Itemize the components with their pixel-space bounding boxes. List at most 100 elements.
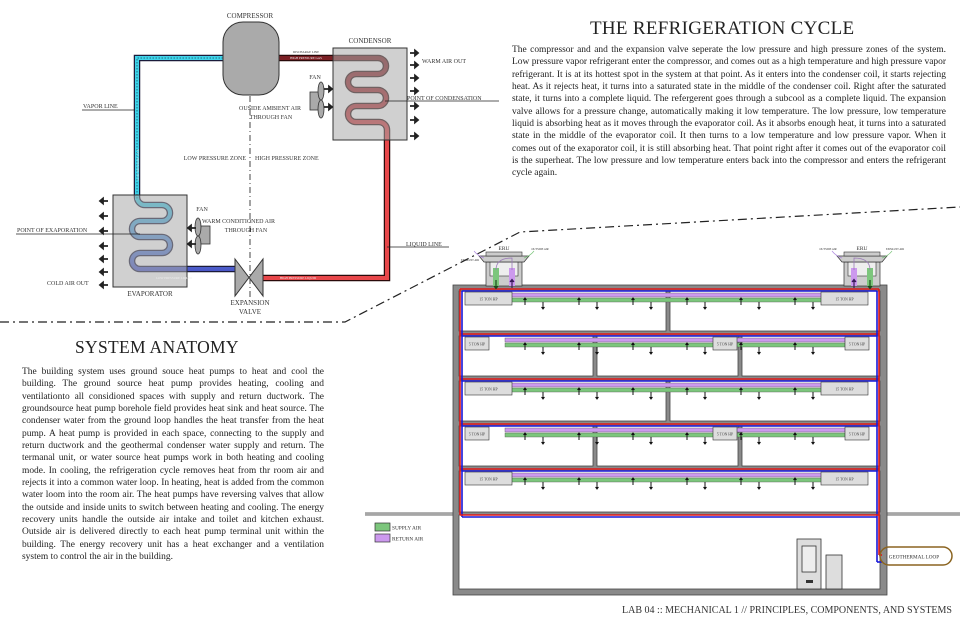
- heat-pump-unit: [464, 336, 490, 351]
- eru-air-label: EXHAUST AIR: [886, 248, 904, 251]
- return-air-duct: [504, 337, 846, 343]
- warm-air-arrow-icon: [410, 101, 420, 111]
- condenser-fan-blade: [317, 81, 325, 101]
- evaporator-fan-label: FAN: [196, 207, 208, 213]
- supply-diffuser-arrow-icon: [811, 437, 815, 445]
- warm-air-arrow-icon: [410, 115, 420, 125]
- eru-airflow: [853, 257, 871, 271]
- supply-diffuser-arrow-icon: [595, 437, 599, 445]
- eru-cap: [485, 251, 523, 257]
- eru-air-label: OUTSIDE AIR: [531, 248, 548, 251]
- warm-air-label: WARM CONDITIONED AIR: [202, 219, 275, 225]
- cold-air-arrow-icon: [98, 267, 108, 277]
- return-grille-arrow-icon: [793, 432, 797, 440]
- supply-arrow-icon: [867, 280, 873, 290]
- evaporator-unit: [112, 194, 188, 288]
- condenser-fan-label: FAN: [309, 75, 321, 81]
- warm-air-out-label: WARM AIR OUT: [422, 59, 466, 65]
- heat-pump-unit: [844, 426, 870, 441]
- outside-air-label: OUSIDE AMBIENT AIR: [239, 106, 301, 112]
- refrigeration-cycle-title: THE REFRIGERATION CYCLE: [590, 18, 855, 39]
- return-grille-arrow-icon: [685, 477, 689, 485]
- return-grille-arrow-icon: [685, 297, 689, 305]
- geothermal-loop: [879, 546, 953, 566]
- cold-air-arrow-icon: [98, 226, 108, 236]
- evaporator-label: EVAPORATOR: [127, 290, 173, 298]
- supply-diffuser-arrow-icon: [541, 302, 545, 310]
- supply-diffuser-arrow-icon: [703, 347, 707, 355]
- evaporator-fan-blade: [194, 235, 202, 255]
- outside-air-label: THROUGH FAN: [250, 115, 293, 121]
- low-pressure-liquid-label: LOW PRESSURE LIQUID: [156, 276, 192, 280]
- eru-air-curve: [523, 250, 535, 259]
- return-grille-arrow-icon: [523, 477, 527, 485]
- discharge-line-label: DISCHARGE LINE: [293, 50, 319, 54]
- warm-air-arrow-icon: [410, 73, 420, 83]
- evaporator-fan-blade: [194, 217, 202, 237]
- compressor-label: COMPRESSOR: [227, 12, 274, 20]
- warm-air-arrow-icon: [410, 86, 420, 96]
- supply-diffuser-arrow-icon: [595, 392, 599, 400]
- heat-pump-label: 5 TON HP: [469, 343, 485, 347]
- return-grille-arrow-icon: [793, 387, 797, 395]
- return-grille-arrow-icon: [793, 477, 797, 485]
- exhaust-arrow-icon: [509, 278, 515, 288]
- supply-diffuser-arrow-icon: [811, 302, 815, 310]
- return-air-duct: [504, 292, 846, 298]
- eru-supply-duct: [867, 268, 873, 286]
- supply-diffuser-arrow-icon: [595, 302, 599, 310]
- warm-air-arrow-icon: [410, 60, 420, 70]
- supply-diffuser-arrow-icon: [757, 347, 761, 355]
- return-grille-arrow-icon: [523, 387, 527, 395]
- heat-pump-label: 15 TON HP: [835, 298, 853, 302]
- eru-return-duct: [509, 268, 515, 286]
- fan-air-arrow-icon: [186, 239, 196, 249]
- supply-arrow-icon: [493, 280, 499, 290]
- eru-cap: [843, 251, 881, 257]
- refrigeration-cycle-text: The compressor and and the expansion val…: [512, 45, 946, 179]
- warm-air-label: THROUGH FAN: [225, 228, 268, 234]
- return-grille-arrow-icon: [793, 297, 797, 305]
- point-of-condensation-label: POINT OF CONDENSATION: [407, 96, 482, 102]
- heat-pump-unit: [844, 336, 870, 351]
- condenser-fan-blade: [317, 99, 325, 119]
- liquid-line-pipe: [263, 140, 389, 280]
- return-grille-arrow-icon: [631, 297, 635, 305]
- heat-pump-unit: [464, 291, 513, 306]
- eru-air-label: OUTSIDE AIR: [819, 248, 836, 251]
- return-grille-arrow-icon: [739, 297, 743, 305]
- low-pressure-zone-label: LOW PRESSURE ZONE: [184, 156, 247, 162]
- heat-pump-unit: [820, 291, 869, 306]
- cold-air-out-label: COLD AIR OUT: [47, 281, 89, 287]
- supply-diffuser-arrow-icon: [649, 347, 653, 355]
- supply-diffuser-arrow-icon: [811, 482, 815, 490]
- point-of-evaporation-label: POINT OF EXAPORATION: [17, 228, 88, 234]
- eru-air-label: EXHAUST AIR: [461, 259, 479, 262]
- eru-air-curve: [473, 250, 485, 259]
- compressor-unit: [222, 21, 280, 96]
- supply-diffuser-arrow-icon: [595, 347, 599, 355]
- heat-pump-label: 15 TON HP: [479, 298, 497, 302]
- eru-return-duct: [851, 268, 857, 286]
- supply-diffuser-arrow-icon: [541, 482, 545, 490]
- return-grille-arrow-icon: [631, 387, 635, 395]
- high-pressure-zone-label: HIGH PRESSURE ZONE: [255, 156, 319, 162]
- supply-diffuser-arrow-icon: [757, 302, 761, 310]
- supply-diffuser-arrow-icon: [541, 437, 545, 445]
- return-grille-arrow-icon: [685, 432, 689, 440]
- basement-tank: [825, 554, 843, 590]
- supply-diffuser-arrow-icon: [703, 392, 707, 400]
- heat-pump-label: 15 TON HP: [479, 388, 497, 392]
- expansion-valve-label: VALVE: [239, 308, 261, 316]
- supply-diffuser-arrow-icon: [649, 482, 653, 490]
- legend-label-return: RETURN AIR: [392, 537, 424, 543]
- return-grille-arrow-icon: [577, 477, 581, 485]
- air-arrows: [98, 48, 420, 290]
- cold-air-arrow-icon: [98, 196, 108, 206]
- return-grille-arrow-icon: [523, 297, 527, 305]
- eru-airflow: [495, 257, 513, 271]
- return-grille-arrow-icon: [523, 342, 527, 350]
- fan-air-arrow-icon: [186, 223, 196, 233]
